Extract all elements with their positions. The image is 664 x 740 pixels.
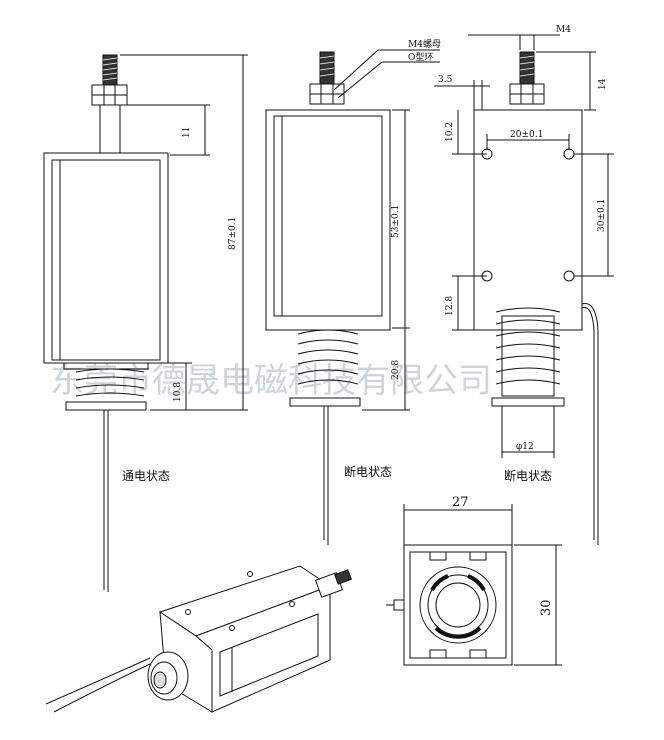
dim-53: 53±0.1	[391, 205, 401, 238]
dim-12-8: 12.8	[445, 296, 455, 316]
dim-20: 20±0.1	[510, 130, 543, 140]
dim-10-8: 10.8	[173, 382, 183, 402]
dim-m4: M4	[556, 25, 571, 35]
dim-30: 30	[539, 599, 554, 616]
end-view	[386, 504, 562, 666]
dim-11: 11	[182, 127, 192, 138]
caption-deenergized-1: 断电状态	[344, 464, 392, 479]
caption-deenergized-2: 断电状态	[504, 468, 552, 483]
dim-20-8: 20.8	[391, 360, 401, 380]
dim-30-01: 30±0.1	[597, 199, 607, 232]
front-view	[434, 34, 614, 545]
label-oring: O型环	[408, 52, 433, 63]
dim-14: 14	[598, 78, 608, 90]
dim-87: 87±0.1	[228, 217, 238, 250]
dim-phi12: φ12	[516, 442, 534, 452]
dim-10-2: 10.2	[445, 122, 455, 142]
dim-27: 27	[452, 495, 469, 510]
watermark: 东莞市德晟电磁科技有限公司	[50, 361, 492, 401]
isometric-view	[45, 565, 352, 713]
label-m4-nut: M4螺母	[408, 39, 441, 50]
energized-view	[43, 54, 248, 592]
deenergized-view	[265, 49, 440, 545]
dim-3-5: 3.5	[438, 75, 453, 85]
caption-energized: 通电状态	[122, 469, 170, 483]
